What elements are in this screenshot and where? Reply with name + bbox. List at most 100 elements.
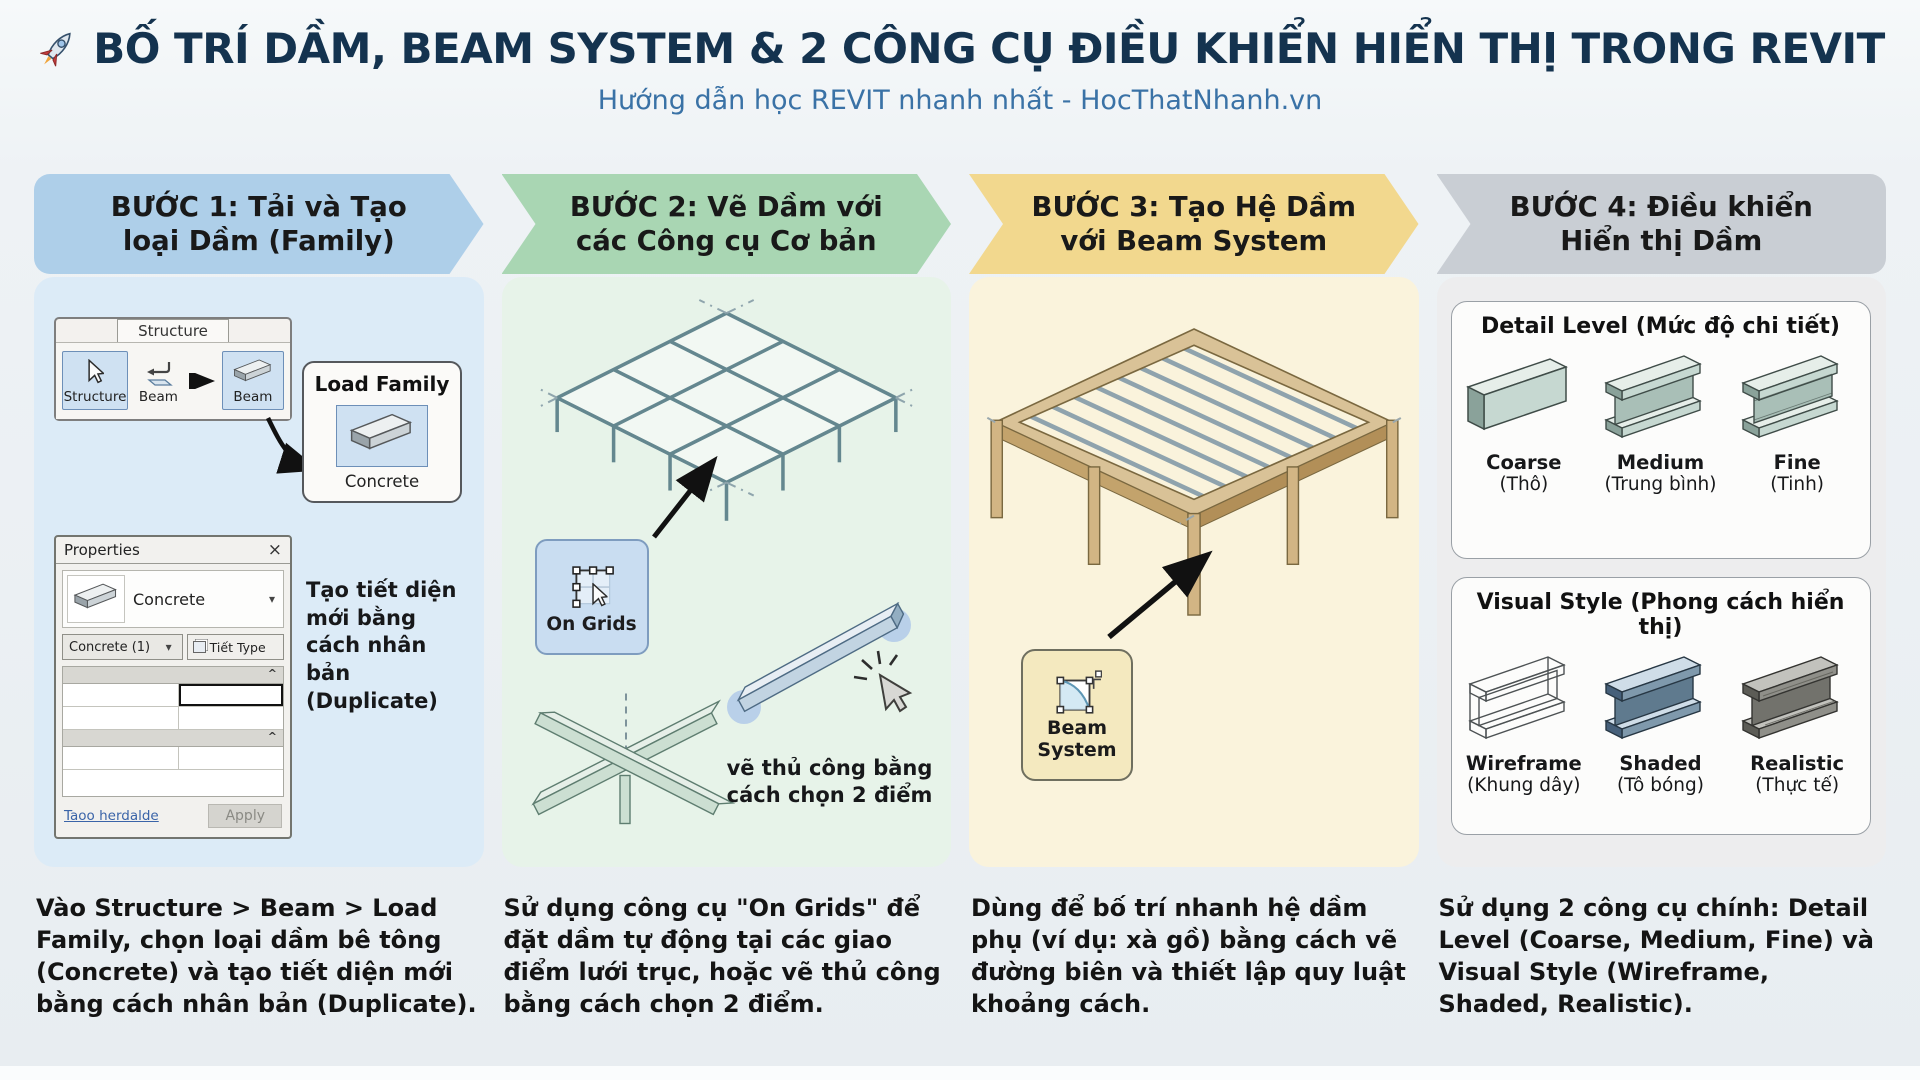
collapse-icon: ^	[267, 667, 277, 680]
visual-style-card: Visual Style (Phong cách hiển thị)	[1450, 577, 1871, 835]
step3-banner-line2: với Beam System	[1060, 225, 1328, 257]
on-grids-icon	[571, 565, 614, 608]
structure-tool-label: Structure	[63, 389, 127, 405]
step3-column: BƯỚC 3: Tạo Hệ Dầm với Beam System	[969, 174, 1419, 1021]
beam-tool-button[interactable]: Beam	[131, 351, 186, 410]
visual-style-shaded: Shaded (Tô bóng)	[1594, 650, 1726, 796]
step2-column: BƯỚC 2: Vẽ Dầm với các Công cụ Cơ bản	[501, 174, 952, 1021]
click-cursor-icon	[853, 650, 912, 713]
beam-system-button[interactable]: Beam System	[1021, 649, 1133, 781]
arrow-right-icon	[188, 372, 215, 389]
duplicate-note: Tạo tiết diện mới bằng cách nhân bản (Du…	[306, 578, 457, 713]
concrete-beam-thumbnail	[336, 405, 428, 467]
load-family-caption: Concrete	[344, 472, 420, 491]
type-name-label: Concrete	[133, 589, 206, 609]
close-icon[interactable]: ×	[267, 539, 282, 560]
properties-help-link[interactable]: Taoo herdalde	[64, 808, 159, 824]
edit-type-button[interactable]: Tiết Type	[186, 634, 284, 660]
type-preview-row[interactable]: Concrete ▾	[62, 570, 284, 628]
step2-banner: BƯỚC 2: Vẽ Dầm với các Công cụ Cơ bản	[502, 174, 952, 274]
step2-panel: On Grids	[501, 277, 951, 867]
shaded-beam-icon	[1604, 656, 1703, 740]
page-subtitle: Hướng dẫn học REVIT nhanh nhất - HocThat…	[597, 85, 1323, 116]
structure-tool-button[interactable]: Structure	[62, 351, 128, 410]
step2-summary: Sử dụng công cụ "On Grids" để đặt dầm tự…	[503, 894, 941, 1018]
type-selector-field[interactable]: Concrete (1) ▾	[62, 634, 183, 660]
arrow-up-right-icon	[651, 455, 718, 539]
wireframe-beam-icon	[1468, 656, 1566, 740]
step4-panel: Detail Level (Mức độ chi tiết) Coarse	[1436, 277, 1886, 867]
step4-summary: Sử dụng 2 công cụ chính: Detail Level (C…	[1438, 894, 1875, 1018]
chevron-down-icon: ▾	[165, 640, 172, 654]
load-family-title: Load Family	[314, 372, 450, 396]
beam-system-icon	[1056, 670, 1102, 714]
coarse-beam-icon	[1465, 358, 1568, 431]
beam-system-illustration	[982, 328, 1407, 616]
parameter-value-cell-highlighted[interactable]	[178, 684, 283, 706]
parameter-group-header[interactable]: ^	[63, 667, 283, 684]
parameter-cell	[63, 707, 179, 729]
load-family-card[interactable]: Load Family Concrete	[302, 361, 462, 503]
infographic-root: BỐ TRÍ DẦM, BEAM SYSTEM & 2 CÔNG CỤ ĐIỀU…	[0, 24, 1920, 1021]
properties-panel-mockup: Properties × Concrete ▾ Concrete (1) ▾	[54, 535, 292, 839]
manual-draw-note: vẽ thủ công bằng cách chọn 2 điểm	[726, 756, 933, 808]
type-preview-thumbnail	[67, 575, 125, 623]
page-title: BỐ TRÍ DẦM, BEAM SYSTEM & 2 CÔNG CỤ ĐIỀU…	[0, 24, 1920, 73]
ribbon-tab-structure[interactable]: Structure	[117, 319, 229, 342]
detail-level-medium: Medium (Trung bình)	[1594, 349, 1726, 495]
arrow-up-right-icon	[1107, 550, 1213, 640]
collapse-icon: ^	[267, 730, 277, 743]
properties-titlebar: Properties ×	[56, 537, 290, 564]
parameter-group-header[interactable]: ^	[63, 730, 283, 747]
on-grids-button[interactable]: On Grids	[534, 539, 649, 655]
type-instance-label: Concrete (1)	[69, 639, 151, 655]
parameter-table: ^ ^	[62, 666, 284, 797]
step1-column: BƯỚC 1: Tải và Tạo loại Dầm (Family) Str…	[34, 174, 484, 1021]
beam-button-highlighted[interactable]: Beam	[221, 351, 284, 410]
step1-panel: Structure Structure Beam	[34, 277, 484, 867]
beam-button-label: Beam	[233, 389, 273, 405]
beam-3d-icon	[231, 359, 275, 387]
apply-button[interactable]: Apply	[208, 804, 282, 828]
step2-banner-line2: các Công cụ Cơ bản	[575, 225, 877, 257]
step4-banner-line2: Hiển thị Dầm	[1560, 225, 1763, 257]
detail-level-coarse: Coarse (Thô)	[1458, 349, 1590, 495]
parameter-cell	[63, 747, 179, 769]
type-selector-row: Concrete (1) ▾ Tiết Type	[62, 634, 284, 660]
step3-banner: BƯỚC 3: Tạo Hệ Dầm với Beam System	[969, 174, 1419, 274]
realistic-beam-icon	[1741, 656, 1839, 740]
visual-style-realistic: Realistic (Thực tế)	[1731, 650, 1863, 796]
step1-banner: BƯỚC 1: Tải và Tạo loại Dầm (Family)	[34, 174, 484, 274]
visual-style-title: Visual Style (Phong cách hiển thị)	[1476, 590, 1845, 640]
table-row	[63, 747, 283, 770]
bottom-strip	[0, 1066, 1920, 1080]
medium-beam-icon	[1604, 355, 1703, 439]
beam-system-label-line1: Beam	[1047, 717, 1107, 740]
step2-banner-line1: BƯỚC 2: Vẽ Dầm với	[569, 190, 883, 223]
steps-row: BƯỚC 1: Tải và Tạo loại Dầm (Family) Str…	[0, 174, 1920, 1021]
fine-beam-icon	[1741, 355, 1839, 439]
parameter-value-cell[interactable]	[179, 707, 283, 729]
crossing-beams-illustration	[530, 693, 735, 825]
parameter-value-cell[interactable]	[179, 747, 283, 769]
ribbon-button-row: Structure Beam	[56, 342, 290, 419]
chevron-down-icon: ▾	[268, 592, 275, 606]
edit-type-label: Tiết Type	[209, 639, 266, 655]
step1-banner-line2: loại Dầm (Family)	[122, 225, 395, 257]
properties-bottom-bar: Taoo herdalde Apply	[56, 797, 290, 837]
cursor-icon	[87, 359, 104, 385]
edit-type-icon	[192, 641, 206, 653]
parameter-cell	[63, 684, 179, 706]
step1-summary: Vào Structure > Beam > Load Family, chọn…	[36, 894, 477, 1018]
visual-style-wireframe: Wireframe (Khung dây)	[1458, 650, 1590, 796]
beam-tool-label: Beam	[138, 389, 178, 405]
detail-level-fine: Fine (Tinh)	[1731, 349, 1863, 495]
beam-grid-illustration	[536, 299, 916, 521]
step1-banner-line1: BƯỚC 1: Tải và Tạo	[110, 190, 407, 223]
detail-level-title: Detail Level (Mức độ chi tiết)	[1481, 314, 1840, 339]
table-row	[63, 684, 283, 707]
beam-system-label-line2: System	[1037, 739, 1117, 761]
step3-panel: Beam System	[969, 277, 1419, 867]
step3-summary: Dùng để bố trí nhanh hệ dầm phụ (ví dụ: …	[971, 894, 1406, 1018]
step4-banner-line1: BƯỚC 4: Điều khiển	[1509, 190, 1813, 223]
